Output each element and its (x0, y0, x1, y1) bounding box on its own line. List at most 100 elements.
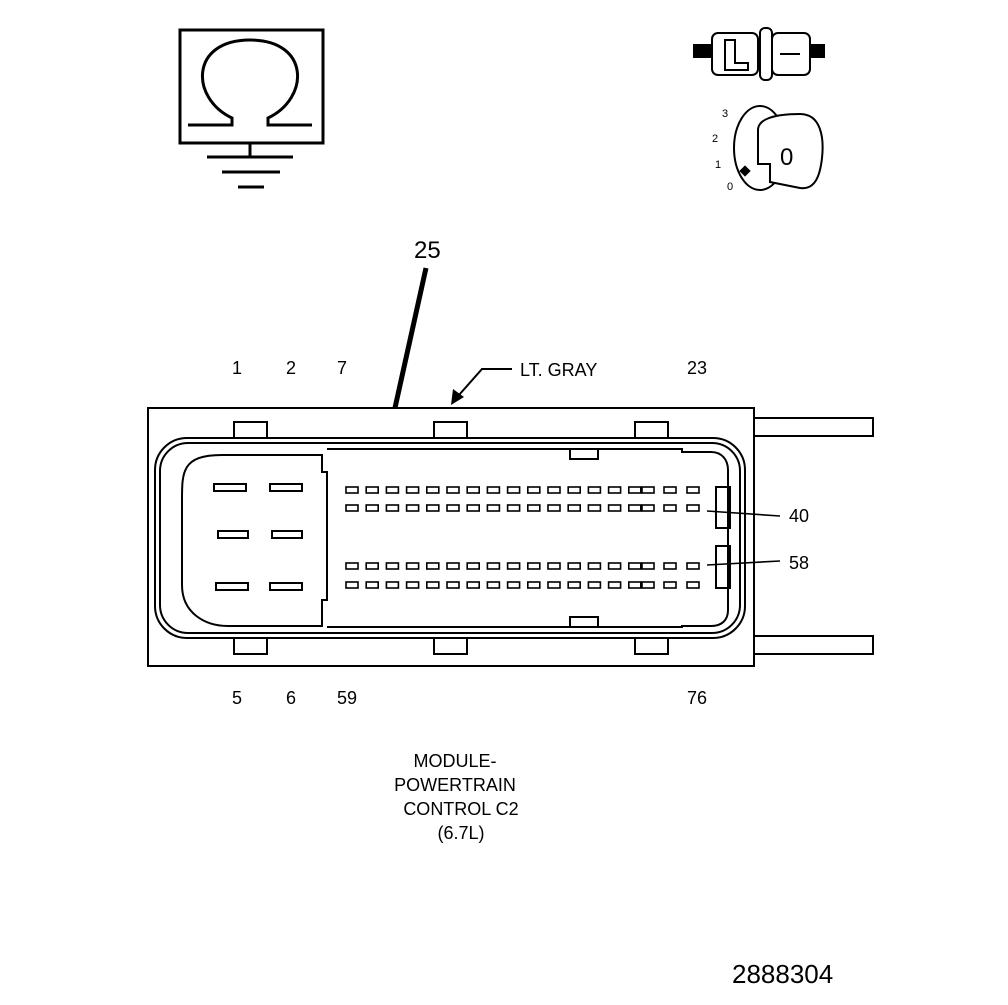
small-pin (663, 486, 677, 494)
small-pin (345, 581, 359, 589)
pin-label-7: 7 (337, 358, 347, 378)
small-pin (446, 562, 460, 570)
small-pin (345, 504, 359, 512)
small-pin (365, 486, 380, 494)
callout-pin-25: 25 (414, 237, 441, 264)
ignition-key-label: 0 (780, 144, 793, 171)
small-pin (547, 562, 561, 570)
wire-color-arrowhead (451, 389, 464, 405)
small-pin (567, 581, 582, 589)
ignition-key-icon: 3 2 1 0 0 (712, 105, 824, 193)
small-pin (345, 486, 359, 494)
pin-58-leader (706, 560, 781, 566)
ignition-position-2: 2 (712, 133, 718, 145)
title-line-2: POWERTRAIN (394, 775, 516, 795)
ground-icon (207, 143, 293, 189)
large-pin (215, 582, 249, 591)
small-pin (526, 562, 541, 570)
small-pin (405, 504, 420, 512)
small-pin (425, 581, 440, 589)
figure-id: 2888304 (732, 959, 833, 989)
small-pin (446, 486, 460, 494)
small-pin (686, 581, 700, 589)
large-pin (269, 483, 303, 492)
small-pin (663, 581, 677, 589)
small-pin (663, 562, 677, 570)
pin-label-59: 59 (337, 688, 357, 708)
small-pin (365, 504, 380, 512)
large-pin (271, 530, 303, 539)
small-pin (627, 504, 642, 512)
small-pin (405, 562, 420, 570)
small-pin (686, 504, 700, 512)
title-line-1: MODULE- (413, 751, 496, 771)
small-pin (466, 562, 481, 570)
pin-label-2: 2 (286, 358, 296, 378)
small-pin (385, 581, 400, 589)
pin-label-58: 58 (789, 553, 809, 573)
small-pin (405, 486, 420, 494)
small-pin (547, 504, 561, 512)
large-pin (213, 483, 247, 492)
small-pin (446, 504, 460, 512)
connector-plug-icon (693, 27, 825, 81)
small-pin (526, 486, 541, 494)
small-pin (385, 562, 400, 570)
small-pin (486, 562, 501, 570)
small-pin (547, 486, 561, 494)
ignition-position-0: 0 (727, 181, 733, 193)
small-pin (385, 504, 400, 512)
pin-label-5: 5 (232, 688, 242, 708)
small-pin (526, 581, 541, 589)
title-line-4: (6.7L) (437, 823, 484, 843)
small-pin (686, 486, 700, 494)
small-pin (385, 486, 400, 494)
small-pin (627, 486, 642, 494)
small-pin (641, 504, 655, 512)
ohm-symbol-icon (178, 28, 325, 145)
small-pin (627, 581, 642, 589)
small-pin (641, 581, 655, 589)
wire-color-leader (458, 368, 512, 396)
small-pin (587, 562, 602, 570)
large-pin (269, 582, 303, 591)
ignition-position-3: 3 (722, 108, 728, 120)
pin-label-1: 1 (232, 358, 242, 378)
small-pins (345, 486, 700, 589)
small-pin (486, 581, 501, 589)
small-pin (567, 486, 582, 494)
small-pin (506, 581, 521, 589)
small-pin (567, 504, 582, 512)
small-pin (607, 504, 622, 512)
small-pin (506, 486, 521, 494)
title-line-3: CONTROL C2 (403, 799, 518, 819)
small-pin (425, 504, 440, 512)
wire-color-label: LT. GRAY (520, 360, 597, 380)
small-pin (425, 486, 440, 494)
small-pin (686, 562, 700, 570)
small-pin (587, 486, 602, 494)
small-pin (607, 581, 622, 589)
small-pin (365, 581, 380, 589)
pin-label-6: 6 (286, 688, 296, 708)
small-pin (486, 486, 501, 494)
small-pin (526, 504, 541, 512)
connector-body (147, 407, 874, 667)
small-pin (365, 562, 380, 570)
small-pin (587, 504, 602, 512)
small-pin (567, 562, 582, 570)
small-pin (607, 486, 622, 494)
pin-label-23: 23 (687, 358, 707, 378)
small-pin (587, 581, 602, 589)
small-pin (425, 562, 440, 570)
pin-label-76: 76 (687, 688, 707, 708)
large-pin (217, 530, 249, 539)
small-pin (345, 562, 359, 570)
small-pin (405, 581, 420, 589)
small-pin (466, 581, 481, 589)
small-pin (607, 562, 622, 570)
ignition-position-1: 1 (715, 159, 721, 171)
small-pin (466, 504, 481, 512)
small-pin (641, 486, 655, 494)
